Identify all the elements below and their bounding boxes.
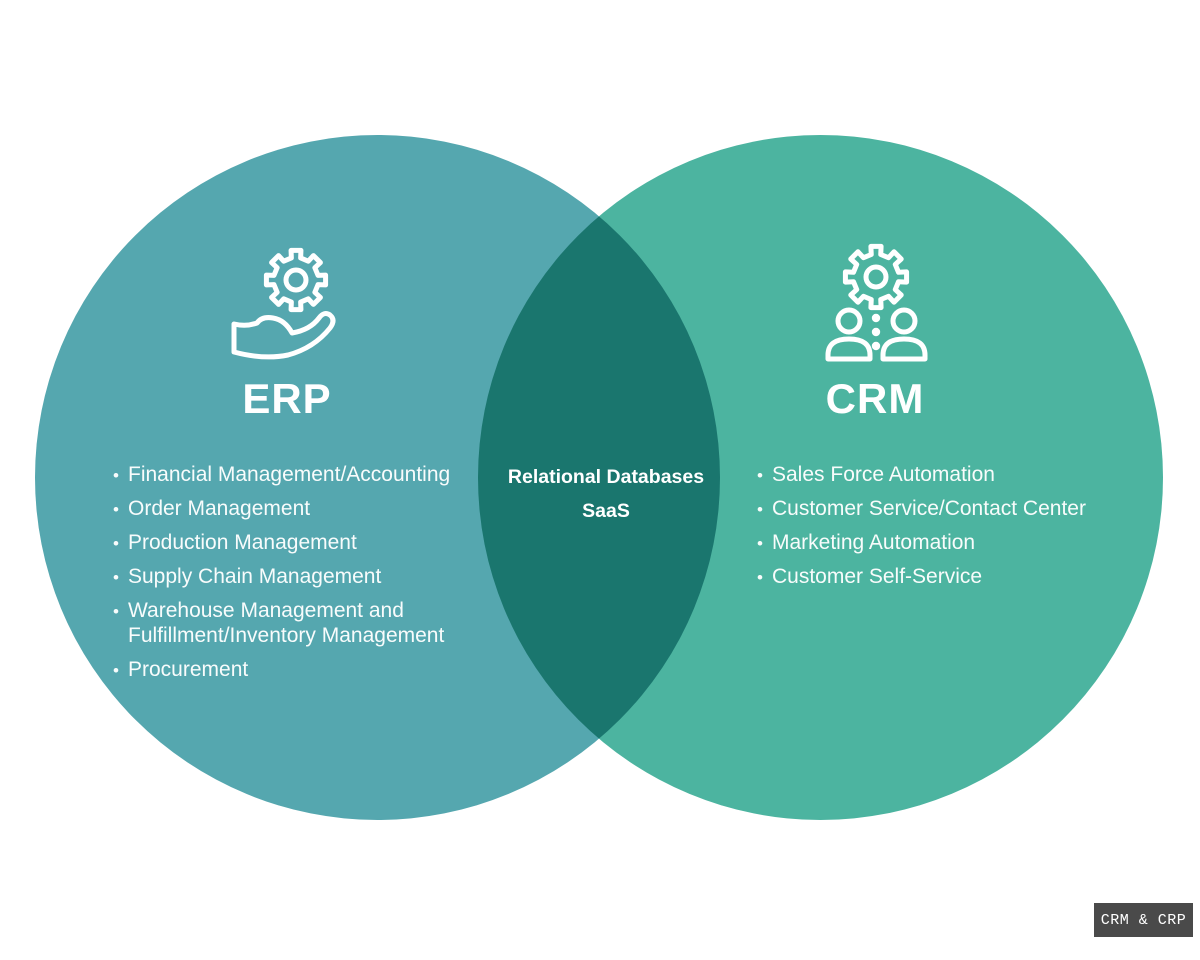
list-item: Marketing Automation bbox=[757, 530, 1137, 556]
list-item: Sales Force Automation bbox=[757, 462, 1137, 488]
list-item: Customer Self-Service bbox=[757, 564, 1137, 590]
erp-title: ERP bbox=[242, 375, 332, 422]
crm-feature-list: Sales Force Automation Customer Service/… bbox=[757, 462, 1137, 598]
list-item: Production Management bbox=[113, 530, 493, 556]
crm-title: CRM bbox=[825, 375, 925, 422]
list-item: Customer Service/Contact Center bbox=[757, 496, 1137, 522]
overlap-label: SaaS bbox=[582, 500, 630, 522]
list-item: Supply Chain Management bbox=[113, 564, 493, 590]
overlap-labels: Relational Databases SaaS bbox=[456, 465, 756, 523]
list-item: Order Management bbox=[113, 496, 493, 522]
list-item: Procurement bbox=[113, 657, 493, 683]
overlap-label: Relational Databases bbox=[507, 466, 705, 488]
list-item: Warehouse Management and Fulfillment/Inv… bbox=[113, 598, 493, 648]
gear-with-people-icon bbox=[825, 243, 928, 362]
list-item: Financial Management/Accounting bbox=[113, 462, 493, 488]
watermark-badge: CRM & CRP bbox=[1094, 903, 1193, 937]
erp-feature-list: Financial Management/Accounting Order Ma… bbox=[113, 462, 493, 691]
gear-in-hand-icon bbox=[231, 247, 336, 360]
